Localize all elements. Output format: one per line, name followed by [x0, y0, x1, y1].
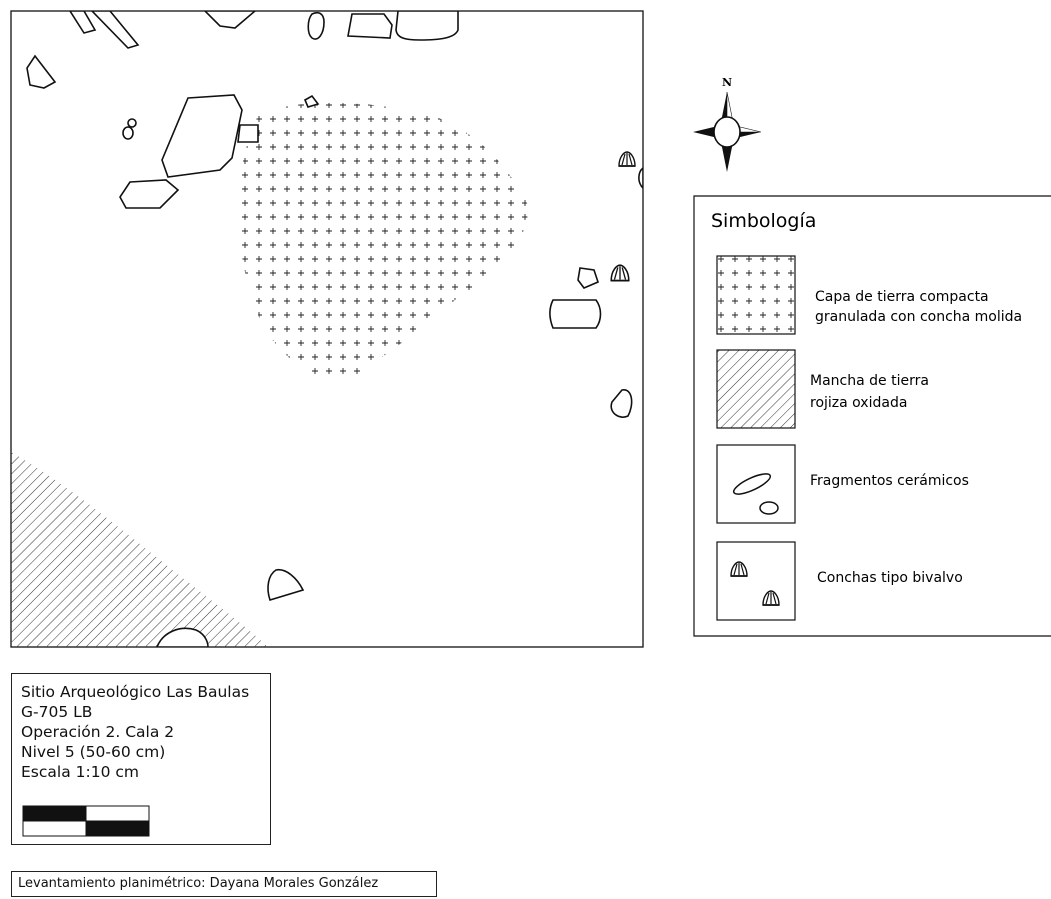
oxidized-soil-area: [11, 452, 268, 647]
scale-bar: [22, 805, 150, 837]
legend-item-shells: Conchas tipo bivalvo: [716, 541, 963, 621]
legend-item-oxidized-soil: Mancha de tierra rojiza oxidada: [716, 349, 933, 429]
legend-title: Simbología: [711, 210, 816, 232]
ceramic-fragment: [303, 94, 320, 108]
ceramic-fragment: [307, 11, 325, 40]
ceramic-fragment: [122, 126, 134, 140]
ceramic-fragment: [638, 166, 643, 190]
compact-soil-area: [237, 103, 529, 381]
ceramic-fragment: [203, 11, 257, 29]
ceramic-fragment: [26, 54, 57, 89]
ceramic-fragment: [395, 11, 459, 41]
ceramic-fragments: [26, 11, 643, 647]
ceramic-fragment: [237, 124, 259, 143]
legend-item-label: granulada con concha molida: [815, 309, 1022, 325]
ceramic-fragment-icon: [732, 473, 772, 495]
legend-item-label: rojiza oxidada: [810, 395, 907, 411]
north-arrow: N: [693, 76, 762, 172]
legend-item-label: Conchas tipo bivalvo: [817, 570, 963, 586]
legend-item-label: Capa de tierra compacta: [815, 289, 989, 305]
excavation-map: [10, 10, 644, 648]
ceramic-fragment-icon: [759, 501, 779, 515]
site-code: G-705 LB: [21, 703, 93, 721]
ceramic-fragment: [610, 389, 633, 418]
ceramic-fragment: [90, 11, 140, 49]
svg-text:Mancha de tierra rojiz: Mancha de tierra rojiza oxidada: [810, 373, 933, 411]
ceramic-fragment: [549, 299, 602, 329]
ceramic-fragment: [127, 118, 137, 128]
operation-label: Operación 2. Cala 2: [21, 723, 175, 741]
ceramic-fragment: [267, 568, 305, 601]
legend: Simbología Capa de tierra compacta granu…: [693, 195, 1051, 637]
ceramic-fragment: [161, 94, 243, 178]
ceramic-fragment: [577, 267, 599, 289]
north-label: N: [722, 76, 732, 89]
legend-item-label: Fragmentos cerámicos: [810, 473, 969, 489]
scale-label: Escala 1:10 cm: [21, 763, 139, 781]
ceramic-fragment: [119, 179, 180, 209]
oxidized-soil-swatch: [716, 349, 796, 429]
level-label: Nivel 5 (50-60 cm): [21, 743, 166, 761]
site-info-box: Sitio Arqueológico Las Baulas G-705 LB O…: [11, 673, 271, 845]
site-name: Sitio Arqueológico Las Baulas: [21, 683, 250, 701]
ceramic-fragment: [347, 13, 393, 39]
legend-item-label: Mancha de tierra: [810, 373, 929, 389]
ceramic-fragment: [69, 11, 97, 34]
survey-credit: Levantamiento planimétrico: Dayana Moral…: [11, 871, 437, 897]
legend-item-compact-soil: Capa de tierra compacta granulada con co…: [716, 255, 1022, 335]
compact-soil-swatch: [716, 255, 796, 335]
shells-swatch: [716, 541, 796, 621]
ceramic-fragment: [156, 627, 209, 647]
svg-text:Capa de tierra compacta: Capa de tierra compacta granulada con co…: [815, 289, 1022, 325]
legend-item-ceramics: Fragmentos cerámicos: [716, 444, 969, 524]
